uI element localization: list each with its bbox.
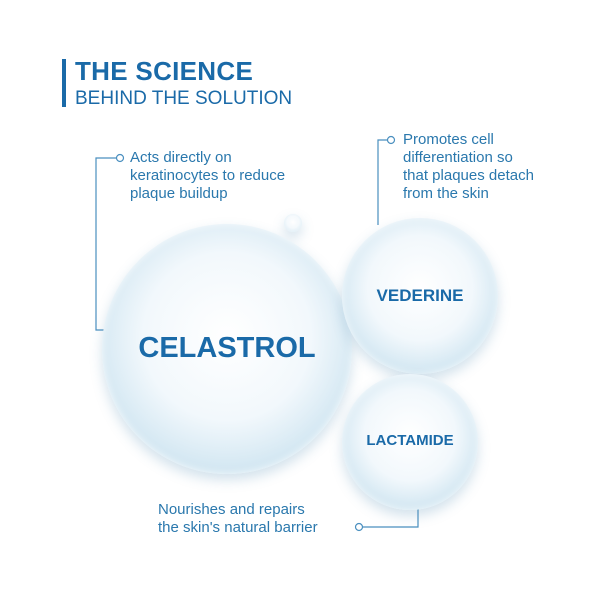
lactamide-label: LACTAMIDE (366, 432, 454, 449)
celastrol-description: Acts directly on keratinocytes to reduce… (130, 149, 285, 203)
text-line: from the skin (403, 185, 489, 202)
celastrol-bubble: CELASTROL (102, 224, 352, 474)
page-title: THE SCIENCE (75, 56, 254, 86)
lactamide-description: Nourishes and repairs the skin's natural… (158, 501, 318, 537)
celastrol-label: CELASTROL (138, 332, 316, 364)
text-line: keratinocytes to reduce (130, 167, 286, 184)
text-line: Promotes cell (403, 131, 494, 148)
text-line: the skin's natural barrier (158, 519, 318, 536)
vederine-description: Promotes cell differentiation so that pl… (403, 131, 534, 203)
text-line: plaque buildup (130, 185, 228, 202)
text-line: Nourishes and repairs (158, 501, 305, 518)
text-line: differentiation so (403, 149, 513, 166)
vederine-label: VEDERINE (376, 286, 464, 305)
text-line: Acts directly on (130, 149, 232, 166)
text-line: that plaques detach (403, 167, 534, 184)
vederine-bubble: VEDERINE (342, 218, 498, 374)
lactamide-bubble: LACTAMIDE (342, 374, 478, 510)
page-subtitle: BEHIND THE SOLUTION (75, 88, 293, 109)
small-bubble (284, 214, 302, 232)
title-accent-bar (62, 59, 66, 107)
